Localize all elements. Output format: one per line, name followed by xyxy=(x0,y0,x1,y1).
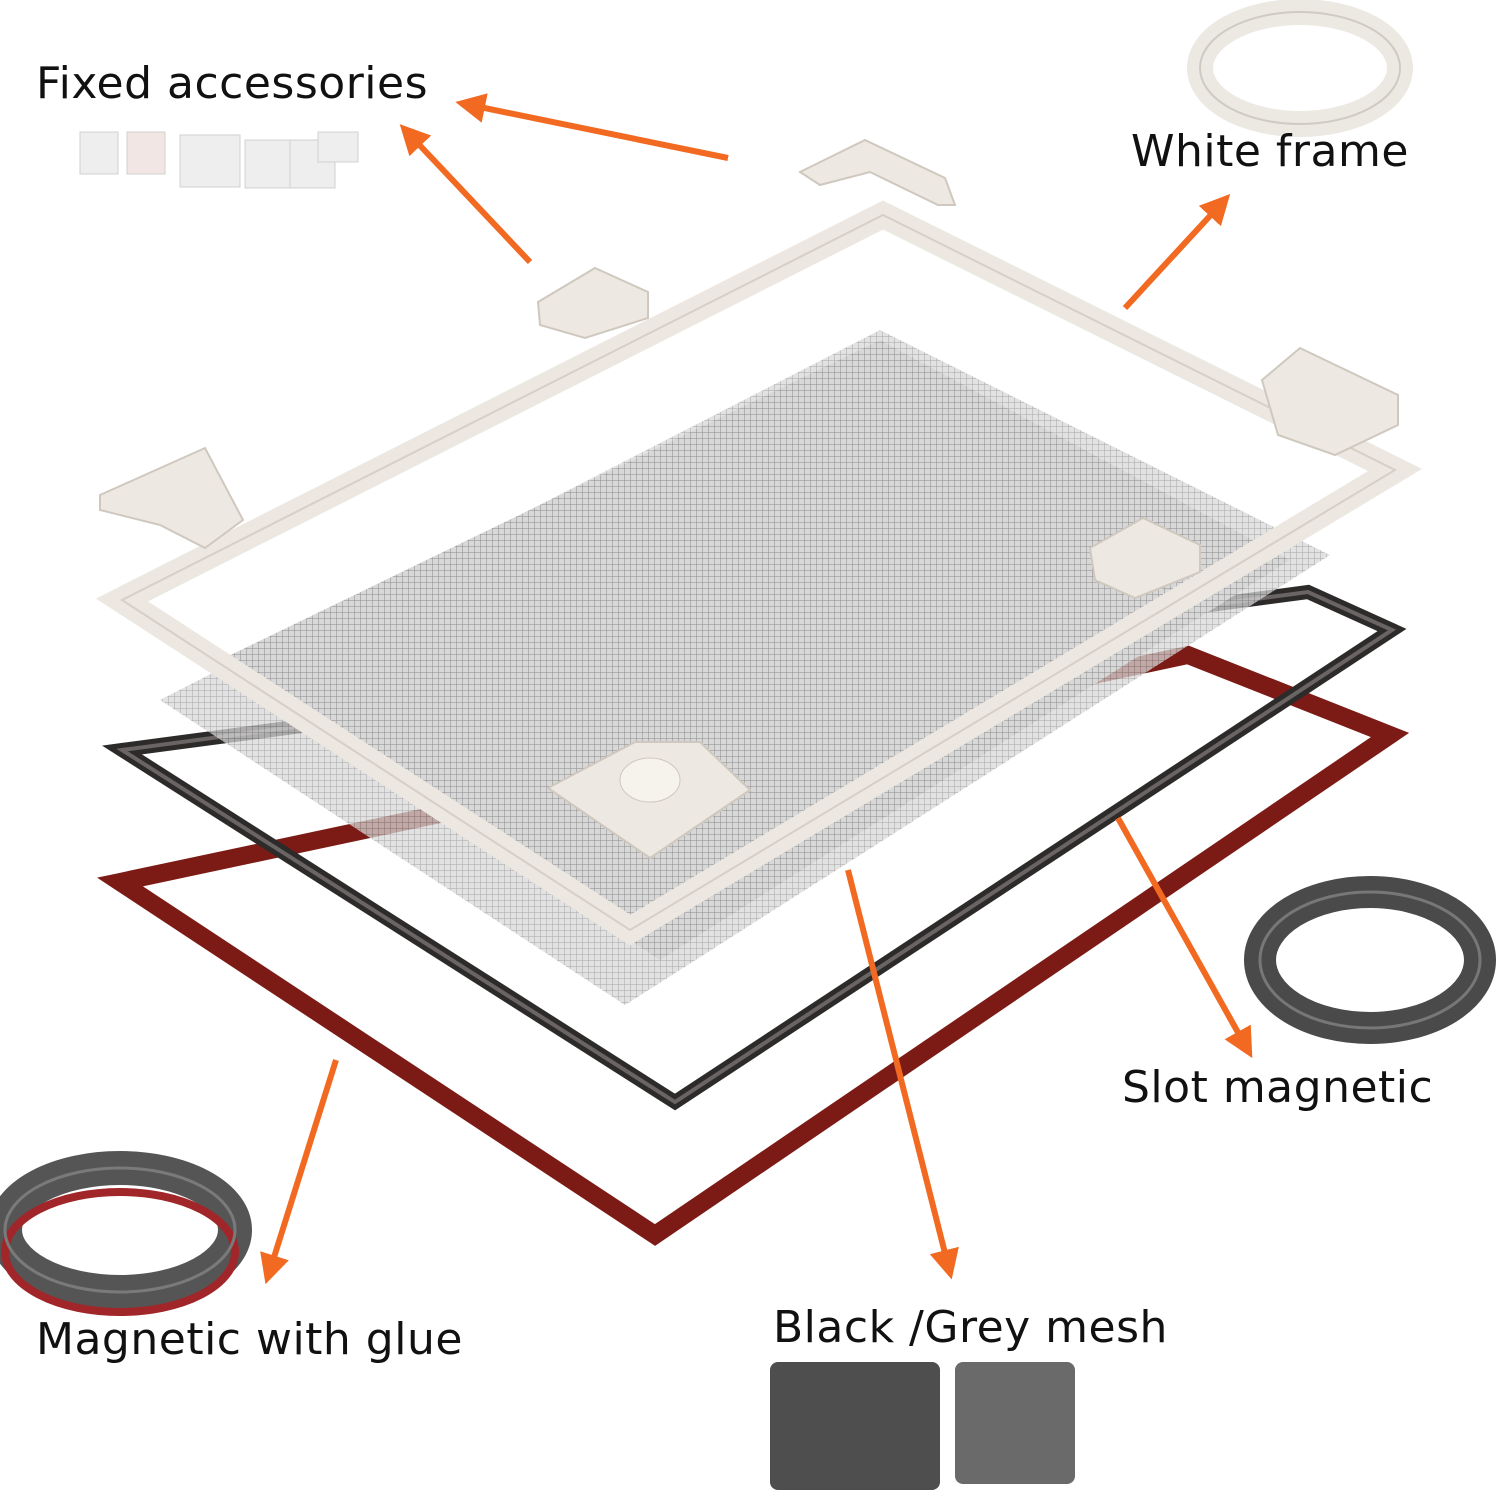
clip-top xyxy=(536,266,649,340)
corner-piece-left xyxy=(99,446,245,550)
label-magnetic-with-glue: Magnetic with glue xyxy=(36,1314,463,1365)
corner-piece-right xyxy=(1260,346,1399,457)
mesh-packages xyxy=(770,1362,1075,1490)
arrow-fixed-2 xyxy=(399,124,533,265)
label-white-frame: White frame xyxy=(1131,126,1409,177)
label-fixed-accessories: Fixed accessories xyxy=(36,58,428,109)
arrow-white-frame xyxy=(1122,193,1231,311)
white-frame xyxy=(95,200,1423,946)
small-accessories xyxy=(79,131,359,189)
arrow-fixed-1 xyxy=(455,93,729,161)
callout-arrows xyxy=(260,93,1253,1285)
arrow-mesh xyxy=(845,869,959,1280)
mesh-sheet xyxy=(160,330,1330,1005)
corner-piece-bottom xyxy=(546,741,752,860)
slot-magnetic-roll xyxy=(1244,876,1496,1044)
label-slot-magnetic: Slot magnetic xyxy=(1122,1062,1434,1113)
corner-piece-top xyxy=(797,138,957,206)
white-frame-roll xyxy=(1187,0,1413,137)
clip-right xyxy=(1088,516,1201,600)
label-mesh: Black /Grey mesh xyxy=(773,1302,1168,1353)
magnetic-glue-roll xyxy=(0,1151,252,1316)
arrow-glue xyxy=(260,1059,339,1285)
arrow-slot-magnetic xyxy=(1115,816,1253,1059)
